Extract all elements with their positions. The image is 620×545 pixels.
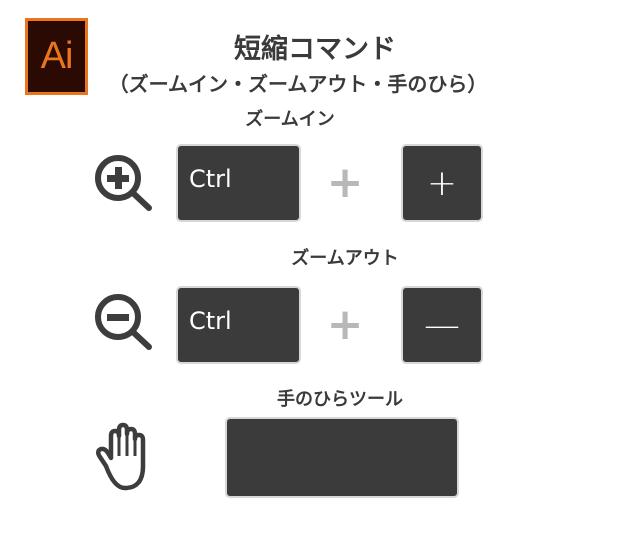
plus-key: + xyxy=(401,144,483,222)
section-label-zoom-in: ズームイン xyxy=(245,109,335,130)
plus-joiner: + xyxy=(326,157,364,208)
logo-text: Ai xyxy=(40,35,74,77)
illustrator-logo: Ai xyxy=(25,18,88,95)
section-label-zoom-out: ズームアウト xyxy=(291,248,399,269)
zoom-in-icon xyxy=(95,155,152,211)
zoom-out-icon xyxy=(95,294,152,350)
page-subtitle: （ズームイン・ズームアウト・手のひら） xyxy=(108,72,488,96)
minus-key: — xyxy=(401,286,483,364)
spacebar-key xyxy=(225,417,459,498)
plus-joiner: + xyxy=(326,299,364,350)
hand-icon xyxy=(96,422,146,491)
ctrl-key: Ctrl xyxy=(176,144,301,222)
section-label-hand-tool: 手のひらツール xyxy=(277,389,403,410)
ctrl-key: Ctrl xyxy=(176,286,301,364)
page-title: 短縮コマンド xyxy=(234,34,396,65)
